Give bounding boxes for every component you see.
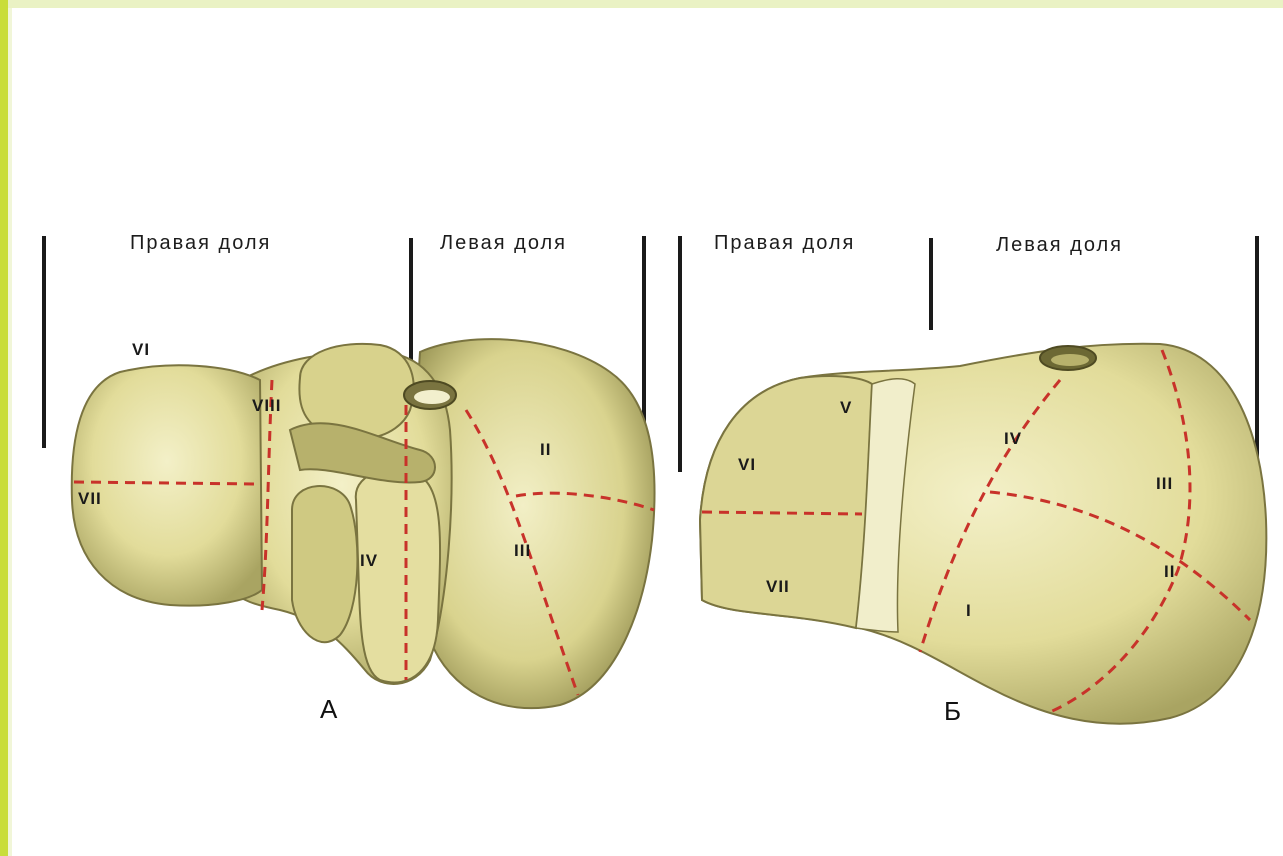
panel-b-right-lobe-label: Правая доля	[714, 232, 855, 255]
panel-b-vena-cava-lumen	[1051, 354, 1089, 366]
panel-a-quadrate-lobe	[356, 470, 440, 683]
panel-b-liver	[700, 344, 1266, 724]
panel-a-liver	[72, 339, 655, 708]
panel-a-right-lobe	[72, 365, 262, 605]
panel-a-segment-iv: IV	[360, 551, 378, 571]
panel-a-left-lobe-label: Левая доля	[440, 232, 567, 255]
panel-a-gallbladder	[292, 486, 357, 642]
panel-b-segment-iii: III	[1156, 474, 1173, 494]
panel-a-caption: А	[320, 694, 337, 725]
panel-a-segment-iii: III	[514, 541, 531, 561]
panel-a-segment-viii: VIII	[252, 396, 282, 416]
panel-a-segment-ii: II	[540, 440, 551, 460]
panel-b-segment-vii: VII	[766, 577, 790, 597]
panel-a-segment-vi: VI	[132, 340, 150, 360]
panel-b-caption: Б	[944, 696, 961, 727]
panel-b-segment-ii: II	[1164, 562, 1175, 582]
panel-b-segment-vi: VI	[738, 455, 756, 475]
panel-a-segment-vii: VII	[78, 489, 102, 509]
panel-b-left-lobe-label: Левая доля	[996, 234, 1123, 257]
panel-b-segment-v: V	[840, 398, 852, 418]
panel-b-segment-iv: IV	[1004, 429, 1022, 449]
panel-a-right-lobe-label: Правая доля	[130, 232, 271, 255]
panel-a-vena-cava-lumen	[414, 390, 450, 404]
panel-b-segment-i: I	[966, 601, 972, 621]
